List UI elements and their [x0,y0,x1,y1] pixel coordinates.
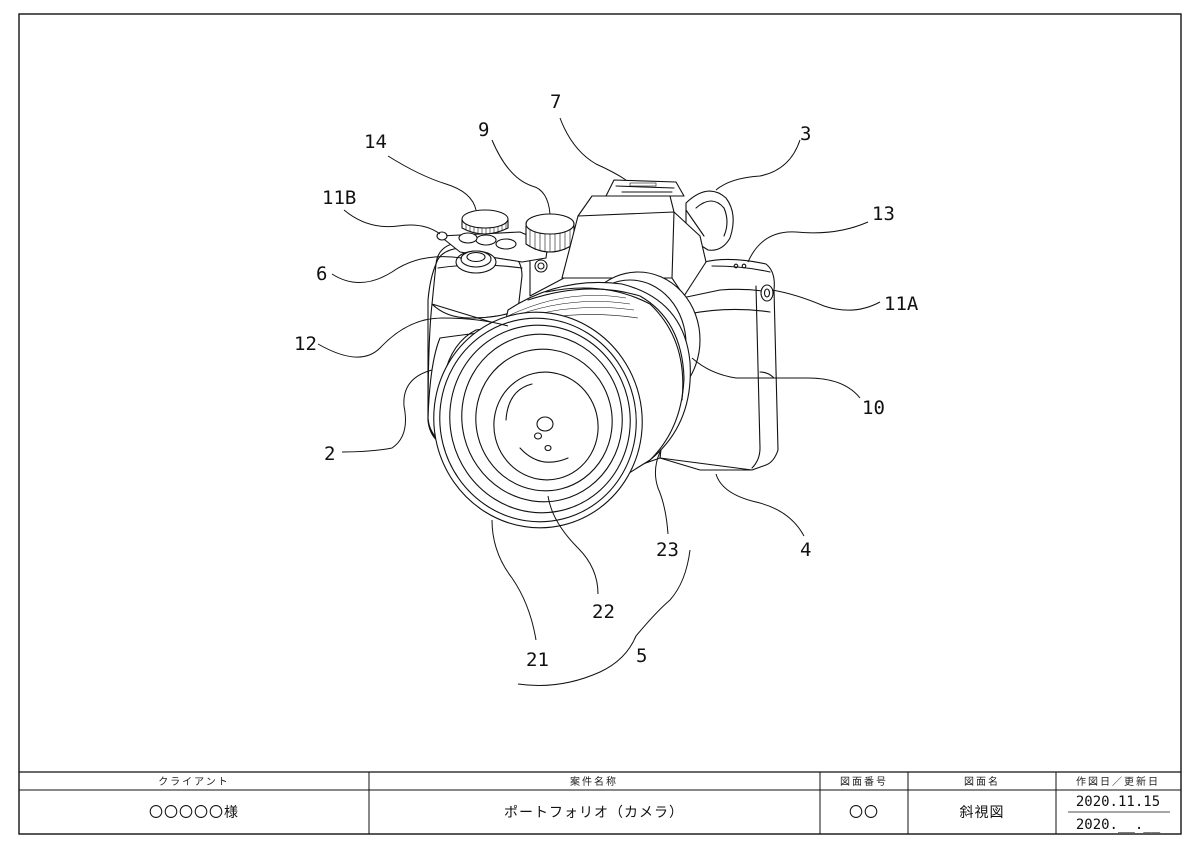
label-12: 12 [294,333,317,355]
label-5: 5 [636,645,647,667]
title-block: クライアント 案件名称 図面番号 図面名 作図日／更新日 〇〇〇〇〇様 ポートフ… [19,771,1181,834]
speaker-hole-b [741,263,747,269]
lens-highlight-a [536,416,554,432]
viewfinder-edge [671,211,675,279]
shutter-button [460,250,492,268]
label-6: 6 [316,263,327,285]
leader-2 [341,369,433,453]
body-bottom-edge [659,457,753,471]
client-header: クライアント [158,776,230,788]
leader-21 [491,519,537,641]
label-11b: 11B [322,187,356,209]
exposure-dial-top [525,213,575,235]
lens-front-ring-2 [449,324,631,514]
af-assist-lamp [534,259,548,273]
right-body-lower [759,371,775,379]
shutter-button-top [466,251,486,263]
speaker-hole-a [733,263,739,269]
strap-lug-right-hole [763,288,771,298]
fn-button-c [458,232,478,244]
drawing-number-header: 図面番号 [840,776,888,788]
leader-4 [715,473,805,537]
label-13: 13 [872,203,895,225]
hot-shoe-slot [615,185,675,193]
label-7: 7 [550,91,561,113]
viewfinder-housing [561,211,707,297]
label-4: 4 [800,539,811,561]
label-11a: 11A [884,293,919,315]
label-9: 9 [478,119,489,141]
label-23: 23 [656,539,679,561]
label-21: 21 [526,649,549,671]
lens-front-ring-4 [475,348,613,492]
leader-5 [517,549,691,686]
lens-barrel-ring-1 [527,288,685,463]
drawing-number-value: 〇〇 [849,805,879,821]
sheet-border [18,13,1182,835]
leader-lines [317,117,881,686]
leader-13 [747,221,869,263]
leader-7 [559,117,627,181]
label-2: 2 [324,443,335,465]
leader-6 [331,256,463,283]
fn-button-a [475,234,497,246]
right-body-line [687,308,771,315]
updated-date-value: 2020.__.__ [1076,817,1161,833]
mode-dial-top [461,209,509,229]
leader-9 [491,139,551,215]
exposure-dial-knurl [529,230,571,252]
leader-11b [343,209,441,235]
leader-3 [715,139,801,191]
date-header: 作図日／更新日 [1076,775,1160,788]
lens-highlight-c [544,444,552,452]
lens-reflection-1 [505,383,533,421]
eyecup-rim [695,200,728,237]
hot-shoe-contacts [629,182,657,187]
viewfinder-side [685,209,705,237]
label-3: 3 [800,123,811,145]
leader-23 [654,451,669,535]
fn-button-b [495,238,517,250]
label-10: 10 [862,397,885,419]
lens-barrel-ring-2 [545,287,684,401]
lens-front-ring-1 [439,317,637,523]
lens-front-ring-3 [461,333,623,503]
leader-14 [387,155,477,211]
reference-numerals: 14 9 7 3 11B 13 6 11A 12 10 2 4 23 22 21… [294,91,919,671]
client-value: 〇〇〇〇〇様 [149,805,239,821]
leader-22 [547,495,599,595]
leader-12 [317,317,509,358]
strap-lug-right [760,284,774,302]
leader-11a [771,289,881,311]
right-body-edge [751,285,761,469]
project-value: ポートフォリオ（カメラ） [504,805,684,821]
created-date-value: 2020.11.15 [1076,794,1160,810]
project-header: 案件名称 [570,775,618,788]
lens-highlight-b [533,432,543,440]
label-14: 14 [364,131,387,153]
drawing-name-value: 斜視図 [960,805,1005,821]
drawing-name-header: 図面名 [964,775,1000,788]
leader-10 [691,357,861,399]
camera-perspective-illustration [427,179,779,529]
lens-reflection-2 [519,447,569,463]
af-assist-lamp-inner [537,262,545,270]
lens-glass [493,371,599,481]
label-22: 22 [592,601,615,623]
